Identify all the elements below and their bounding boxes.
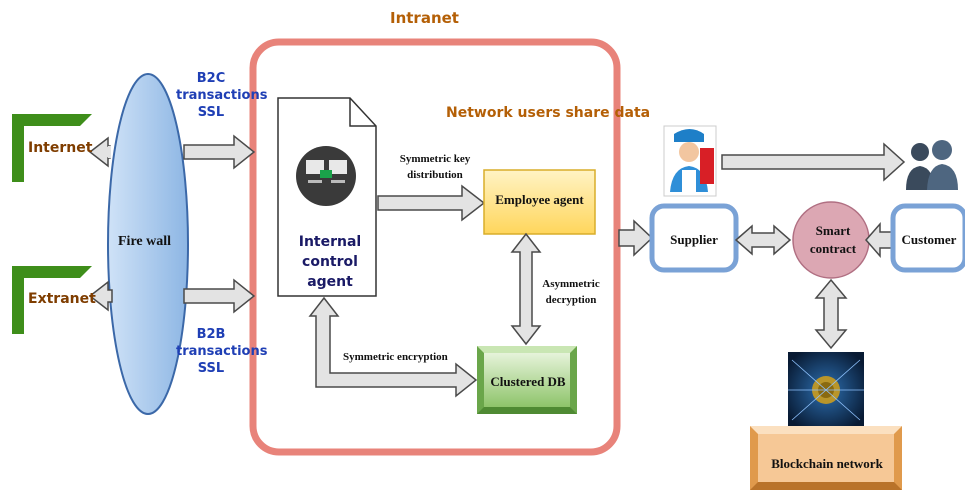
b2c-label: B2C transactions SSL: [176, 71, 268, 120]
supplier-customer-arrow: [721, 142, 906, 182]
clustered-db-box: [477, 346, 577, 414]
extranet-bracket: [12, 266, 92, 334]
supplier-box: [649, 203, 739, 273]
firewall-label: Fire wall: [118, 234, 172, 249]
symenc-arrow: [308, 296, 478, 398]
employee-agent-label: Employee agent: [495, 192, 584, 207]
blockchain-network-box: [750, 426, 902, 490]
b2b-label: B2B transactions SSL: [176, 327, 268, 376]
asymmetric-decryption-label: Asymmetric decryption: [542, 278, 600, 306]
symkey-arrow: [377, 184, 486, 222]
internet-arrow: [88, 136, 111, 168]
internet-bracket: [12, 114, 92, 182]
smart-contract-label: Smart contract: [809, 223, 857, 256]
b2c-arrow: [183, 134, 256, 170]
supplier-person-icon: [663, 125, 717, 197]
firewall-ellipse: [107, 73, 189, 415]
intranet-label: Intranet: [390, 9, 459, 27]
internal-control-agent-label: Internal control agent: [298, 234, 362, 290]
network-users-label: Network users share data: [446, 105, 651, 121]
customer-smart-arrow: [865, 222, 893, 258]
blockchain-image: [788, 352, 864, 428]
supplier-label: Supplier: [670, 232, 718, 247]
intranet-supplier-arrow: [618, 219, 654, 257]
symmetric-encryption-label: Symmetric encryption: [343, 351, 448, 363]
blockchain-network-label: Blockchain network: [771, 456, 883, 471]
symmetric-key-distribution-label: Symmetric key distribution: [399, 153, 471, 181]
smart-blockchain-arrow: [814, 278, 848, 350]
supplier-smart-arrow: [734, 224, 792, 256]
customer-group-icon: [906, 140, 958, 190]
extranet-label: Extranet: [28, 291, 96, 307]
asym-arrow: [510, 232, 542, 346]
employee-agent-box: [483, 169, 596, 235]
b2b-arrow: [183, 278, 256, 314]
customer-label: Customer: [901, 232, 957, 247]
extranet-arrow: [88, 280, 113, 312]
customer-box: [890, 203, 965, 273]
agent-icon: [296, 146, 356, 206]
internet-label: Internet: [28, 140, 93, 156]
clustered-db-label: Clustered DB: [490, 374, 566, 389]
